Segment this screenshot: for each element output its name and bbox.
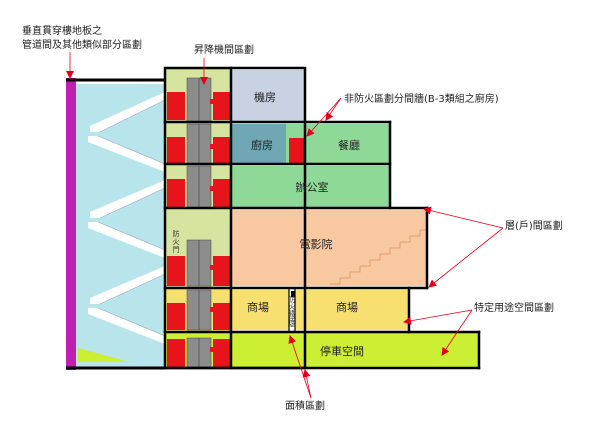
label-fire-door-2: 火 (173, 238, 180, 246)
shaft-wall (66, 78, 76, 370)
annotation-shaft-line1: 垂直貫穿樓地板之 (22, 24, 102, 37)
label-kitchen: 廚房 (251, 138, 273, 152)
label-shop-right: 商場 (336, 300, 358, 314)
leader-lines (66, 52, 504, 399)
label-fire-door-3: 門 (173, 246, 180, 254)
office (231, 166, 389, 208)
red-enclosures (167, 92, 305, 367)
label-fire-door-1: 防 (173, 229, 180, 238)
elevator-door-marks (210, 99, 213, 352)
annotation-elevator: 昇降機間區劃 (194, 43, 254, 56)
label-parking: 停車空間 (320, 344, 364, 358)
label-shutter-4: 捲 (289, 316, 296, 325)
stairwell (73, 84, 166, 368)
annotation-shaft-line2: 管道間及其他類似部分區劃 (22, 38, 142, 51)
machine-room (231, 70, 305, 122)
partition-walls (288, 288, 296, 332)
label-shutter-3: 鐵 (289, 309, 296, 318)
annotation-non-fire: 非防火區劃分間牆(B-3類組之廚房) (344, 92, 499, 105)
label-shutter-5: 門 (289, 324, 296, 332)
cinema-steps (330, 229, 427, 285)
label-machine-room: 機房 (254, 90, 276, 104)
label-cinema: 電影院 (300, 237, 333, 251)
kitchen (231, 124, 286, 164)
parking (231, 332, 479, 368)
fire-shutter (291, 291, 295, 297)
annotation-special: 特定用途空間區劃 (474, 301, 554, 314)
label-office: 辦公室 (296, 180, 329, 194)
shop-right (295, 290, 409, 330)
label-dining: 餐廳 (338, 138, 360, 152)
label-shutter-2: 火 (289, 303, 296, 311)
shop-left (231, 290, 289, 330)
label-shop-left: 商場 (247, 300, 269, 314)
label-shutter-1: 防 (289, 295, 296, 304)
annotation-unit: 層(戶)間區劃 (505, 219, 563, 232)
annotation-area: 面積區劃 (285, 399, 325, 412)
